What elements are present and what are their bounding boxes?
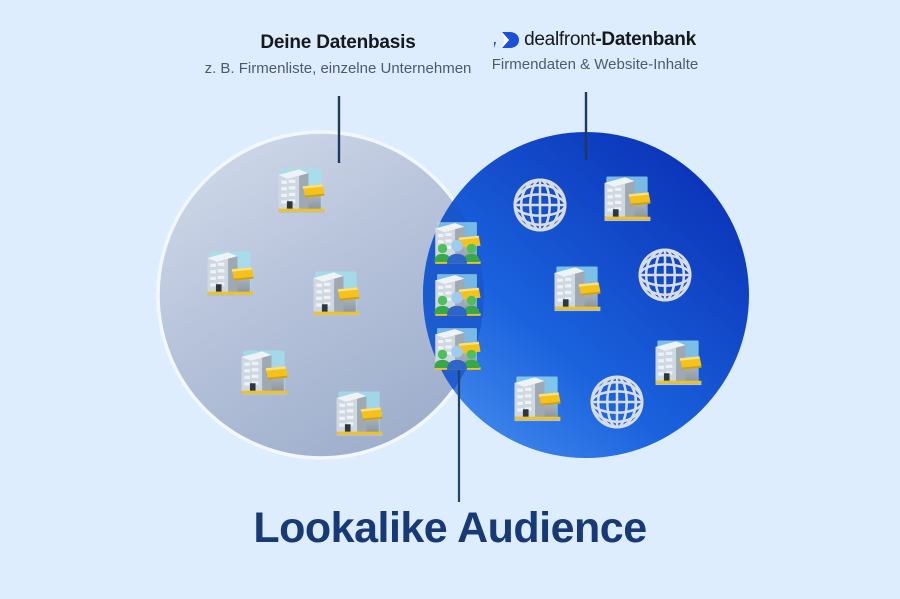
globe-icon [638,248,692,302]
office-building-icon [336,391,383,437]
left-header-subtitle: z. B. Firmenliste, einzelne Unternehmen [204,60,472,77]
company-people-icon [434,274,481,316]
intersection-icons [434,222,481,370]
office-building-icon [554,266,601,312]
office-building-icon [514,376,561,422]
company-people-icon [434,328,481,370]
right-header-subtitle: Firmendaten & Website-Inhalte [491,56,699,73]
office-building-icon [241,350,288,396]
lookalike-audience-title: Lookalike Audience [253,504,647,552]
office-building-icon [655,340,702,386]
right-header: dealfront-Datenbank Firmendaten & Websit… [440,29,750,75]
globe-icon [513,178,567,232]
office-building-icon [278,168,325,214]
office-building-icon [313,271,360,317]
office-building-icon [207,251,254,297]
left-header: Deine Datenbasis z. B. Firmenliste, einz… [198,31,478,79]
left-header-title: Deine Datenbasis [260,32,416,53]
globe-icon [590,375,644,429]
brand-name: dealfront [524,29,596,50]
company-people-icon [434,222,481,264]
brand-title-suffix: -Datenbank [595,29,696,50]
office-building-icon [604,176,651,222]
right-header-title: dealfront-Datenbank [524,29,696,51]
dealfront-logo-icon [494,32,520,48]
brand-row: dealfront-Datenbank [440,29,750,51]
